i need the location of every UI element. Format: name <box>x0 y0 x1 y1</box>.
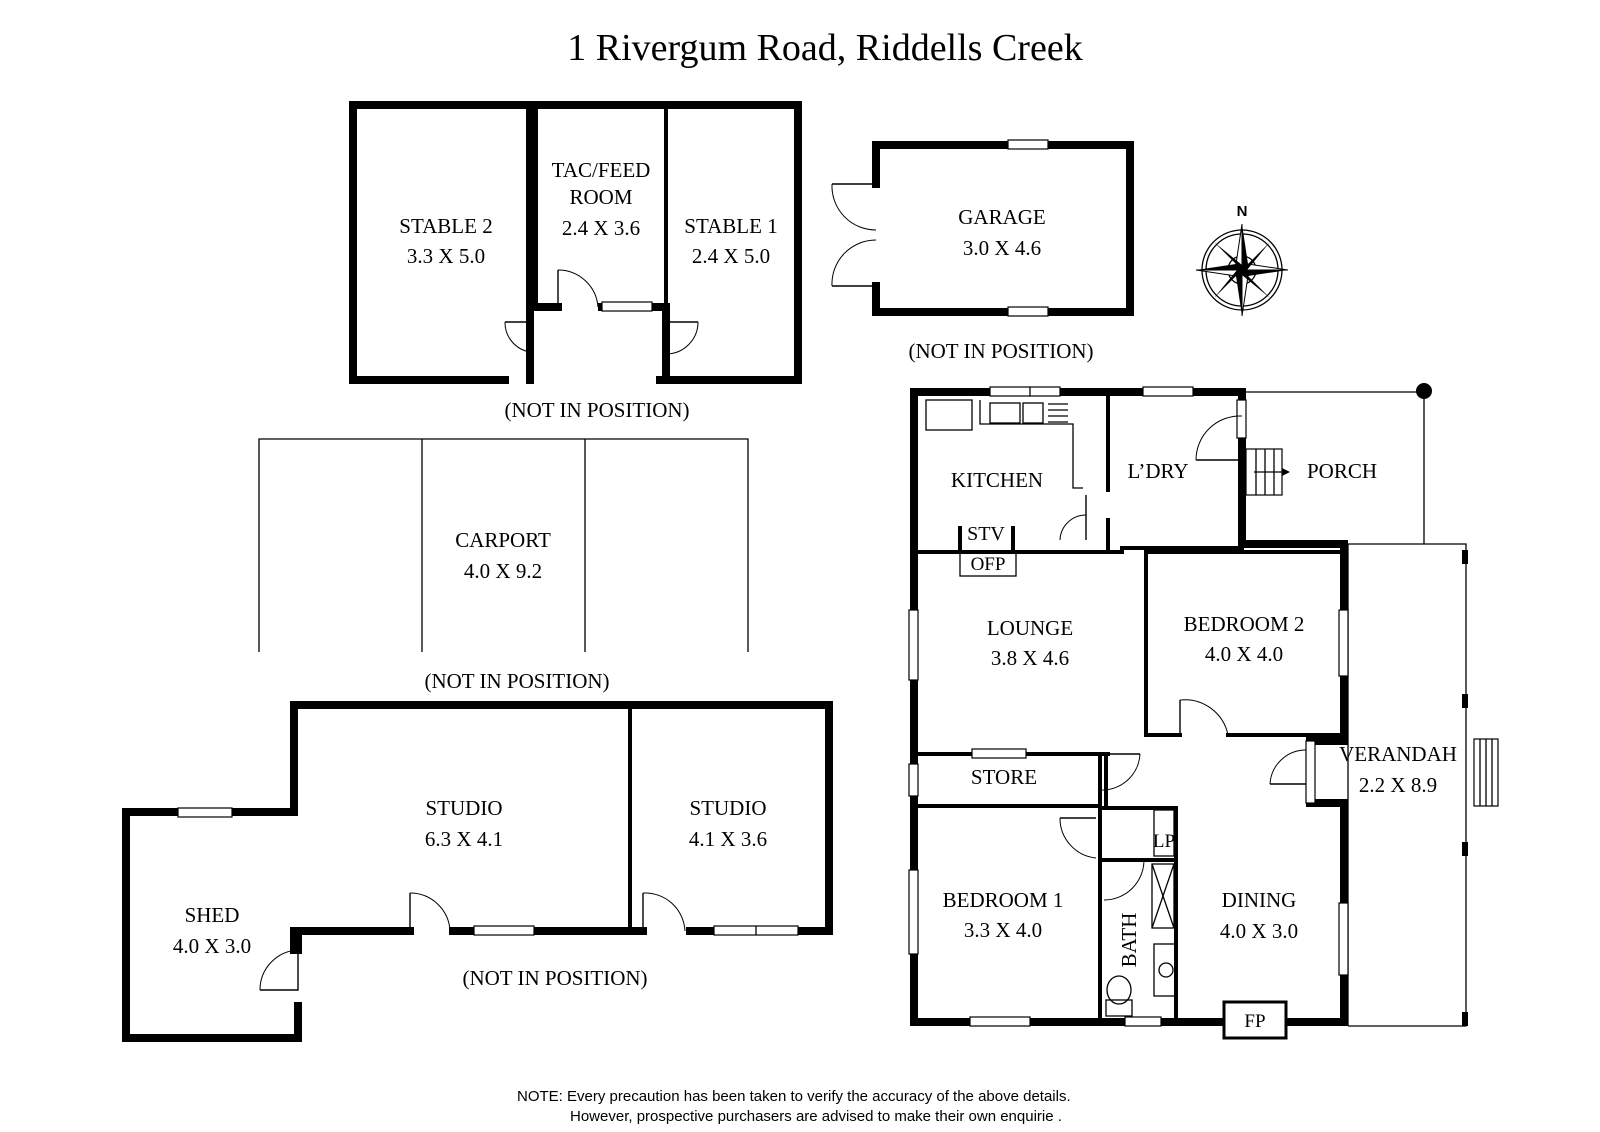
bath-label: BATH <box>1117 913 1141 968</box>
laundry-label: L’DRY <box>1127 459 1188 483</box>
porch-label: PORCH <box>1307 459 1377 483</box>
dining-label: DINING <box>1222 888 1297 912</box>
carport-note: (NOT IN POSITION) <box>424 669 609 693</box>
house-block <box>908 383 1499 1040</box>
studio-big-label: STUDIO <box>426 796 503 820</box>
studio-big-dims: 6.3 X 4.1 <box>425 827 503 851</box>
studios-note: (NOT IN POSITION) <box>462 966 647 990</box>
tac-dims: 2.4 X 3.6 <box>562 216 640 240</box>
garage-note: (NOT IN POSITION) <box>908 339 1093 363</box>
carport-dims: 4.0 X 9.2 <box>464 559 542 583</box>
garage-block <box>831 139 1134 317</box>
stable1-dims: 2.4 X 5.0 <box>692 244 770 268</box>
fireplace-label: FP <box>1244 1011 1265 1032</box>
verandah-dims: 2.2 X 8.9 <box>1359 773 1437 797</box>
bedroom1-dims: 3.3 X 4.0 <box>964 918 1042 942</box>
bedroom1-label: BEDROOM 1 <box>943 888 1064 912</box>
compass-north-label: N <box>1237 203 1248 220</box>
stable2-dims: 3.3 X 5.0 <box>407 244 485 268</box>
ofp-label: OFP <box>971 554 1006 575</box>
note-line-2: However, prospective purchasers are advi… <box>570 1108 1062 1125</box>
bedroom2-label: BEDROOM 2 <box>1184 612 1305 636</box>
carport-label: CARPORT <box>455 528 551 552</box>
lp-label: LP <box>1153 831 1175 852</box>
shed-label: SHED <box>185 903 240 927</box>
stables-block <box>349 101 802 384</box>
studio-small-dims: 4.1 X 3.6 <box>689 827 767 851</box>
store-label: STORE <box>971 765 1037 789</box>
verandah-label: VERANDAH <box>1339 742 1457 766</box>
plan-title: 1 Rivergum Road, Riddells Creek <box>567 27 1082 69</box>
lounge-label: LOUNGE <box>987 616 1073 640</box>
note-line-1: NOTE: Every precaution has been taken to… <box>517 1088 1071 1105</box>
garage-label: GARAGE <box>958 205 1046 229</box>
kitchen-label: KITCHEN <box>951 468 1043 492</box>
tac-label-1: TAC/FEED <box>552 158 651 182</box>
carport-block <box>258 438 749 652</box>
studios-block <box>122 701 833 1042</box>
lounge-dims: 3.8 X 4.6 <box>991 646 1069 670</box>
compass-icon <box>1195 223 1289 317</box>
shed-dims: 4.0 X 3.0 <box>173 934 251 958</box>
tac-label-2: ROOM <box>569 185 632 209</box>
dining-dims: 4.0 X 3.0 <box>1220 919 1298 943</box>
stove-label: STV <box>967 523 1005 545</box>
bedroom2-dims: 4.0 X 4.0 <box>1205 642 1283 666</box>
stable2-label: STABLE 2 <box>399 214 492 238</box>
stables-note: (NOT IN POSITION) <box>504 398 689 422</box>
studio-small-label: STUDIO <box>690 796 767 820</box>
garage-dims: 3.0 X 4.6 <box>963 236 1041 260</box>
stable1-label: STABLE 1 <box>684 214 777 238</box>
